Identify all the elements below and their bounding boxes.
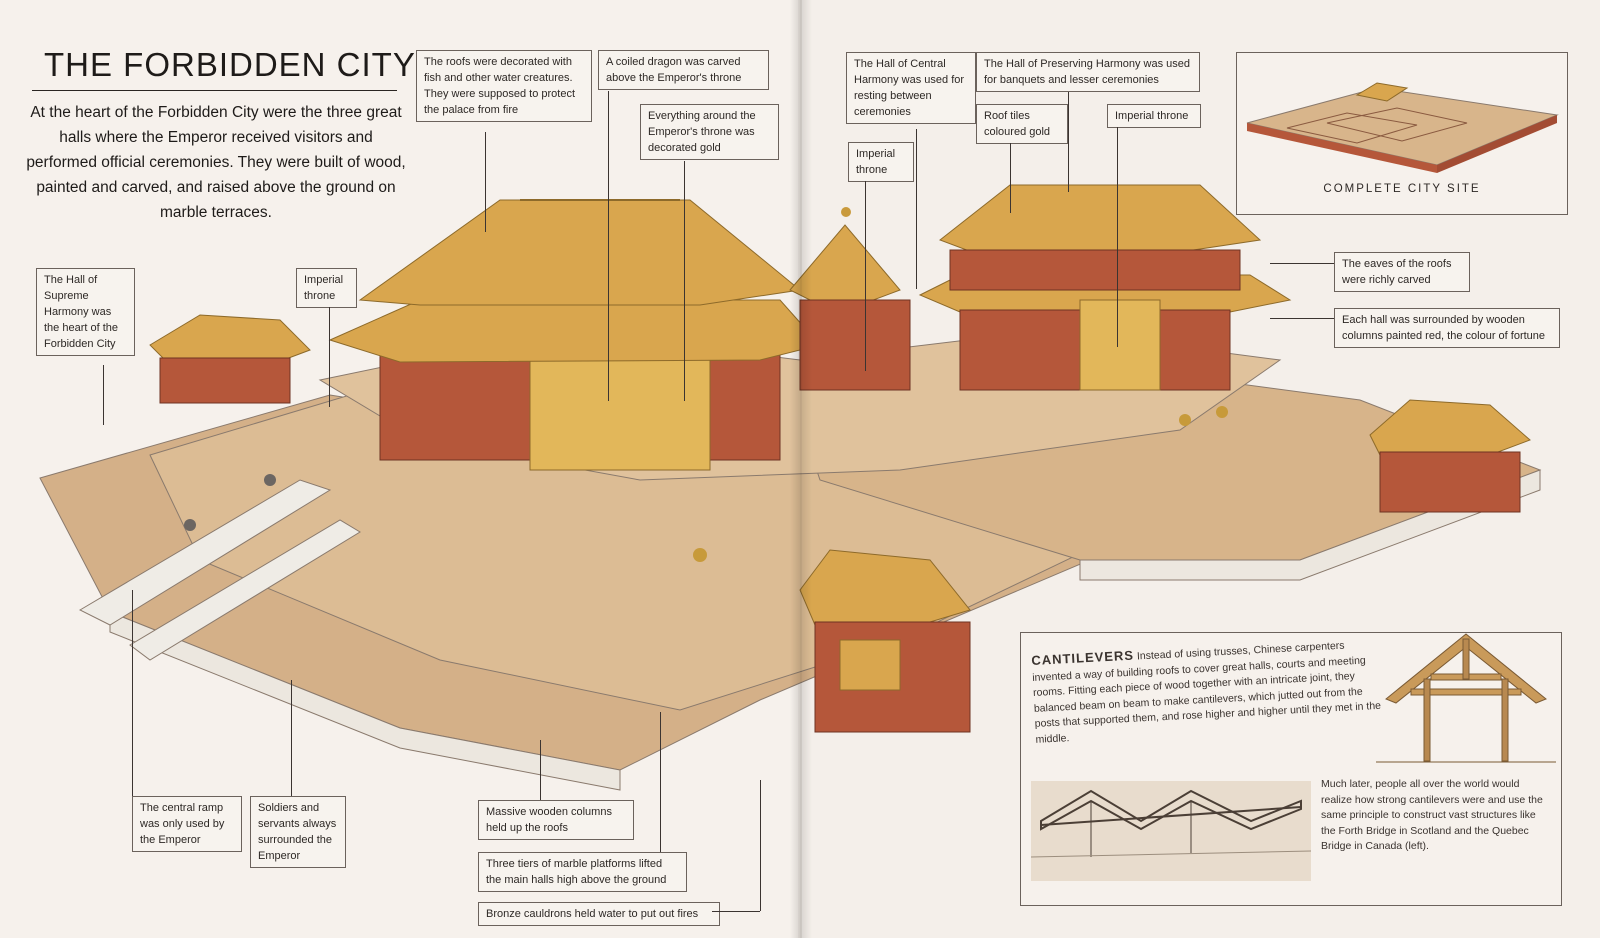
leader-line bbox=[865, 181, 866, 371]
cantilevers-description: CANTILEVERS Instead of using trusses, Ch… bbox=[1031, 634, 1390, 747]
supreme-hall-lower-roof bbox=[328, 299, 821, 363]
lower-terrace-wall bbox=[109, 611, 621, 791]
label-three-tiers: Three tiers of marble platforms lifted t… bbox=[478, 852, 687, 892]
label-eaves: The eaves of the roofs were richly carve… bbox=[1334, 252, 1470, 292]
label-wooden-columns: Massive wooden columns held up the roofs bbox=[478, 800, 634, 840]
leader-line bbox=[1270, 263, 1334, 264]
leader-line bbox=[132, 590, 133, 796]
title-divider bbox=[32, 90, 397, 91]
cantilevers-panel: CANTILEVERS Instead of using trusses, Ch… bbox=[1020, 632, 1562, 906]
leader-line bbox=[291, 680, 292, 796]
leader-line bbox=[1270, 318, 1334, 319]
page-title: THE FORBIDDEN CITY bbox=[44, 46, 416, 83]
label-imperial-throne-right: Imperial throne bbox=[1107, 104, 1201, 128]
central-ramp bbox=[78, 479, 332, 626]
right-gate-body bbox=[1379, 451, 1521, 513]
leader-line bbox=[485, 132, 486, 232]
central-hall-body bbox=[799, 299, 911, 391]
leader-line bbox=[712, 911, 760, 912]
label-coiled-dragon: A coiled dragon was carved above the Emp… bbox=[598, 50, 769, 90]
book-gutter bbox=[790, 0, 812, 938]
city-site-caption: COMPLETE CITY SITE bbox=[1323, 183, 1481, 195]
leader-line bbox=[329, 307, 330, 407]
label-roof-tiles: Roof tiles coloured gold bbox=[976, 104, 1068, 144]
label-bronze-cauldrons: Bronze cauldrons held water to put out f… bbox=[478, 902, 720, 926]
city-site-map bbox=[1246, 82, 1559, 173]
left-pavilion-body bbox=[159, 357, 291, 404]
leader-line bbox=[1117, 127, 1118, 347]
cantilever-diagram bbox=[1376, 633, 1556, 763]
label-imperial-throne-left: Imperial throne bbox=[296, 268, 357, 308]
bridge-illustration bbox=[1031, 781, 1311, 881]
label-imperial-throne-center: Imperial throne bbox=[848, 142, 914, 182]
supreme-hall-interior bbox=[529, 339, 711, 471]
leader-line bbox=[1010, 143, 1011, 213]
leader-line bbox=[608, 91, 609, 401]
leader-line bbox=[684, 161, 685, 401]
preserving-hall-upper-roof bbox=[938, 184, 1262, 256]
second-ramp bbox=[129, 519, 361, 661]
label-hall-supreme-harmony: The Hall of Supreme Harmony was the hear… bbox=[36, 268, 135, 356]
label-columns-red: Each hall was surrounded by wooden colum… bbox=[1334, 308, 1560, 348]
preserving-hall-body bbox=[949, 249, 1241, 291]
leader-line bbox=[760, 780, 761, 911]
label-hall-central-harmony: The Hall of Central Harmony was used for… bbox=[846, 52, 976, 124]
label-hall-preserving-harmony: The Hall of Preserving Harmony was used … bbox=[976, 52, 1200, 92]
complete-city-site-inset: COMPLETE CITY SITE bbox=[1236, 52, 1568, 215]
leader-line bbox=[660, 712, 661, 852]
right-terrace-wall bbox=[1079, 469, 1541, 581]
cantilevers-heading: CANTILEVERS bbox=[1031, 647, 1135, 668]
cantilevers-later-text: Much later, people all over the world wo… bbox=[1321, 778, 1543, 852]
label-roofs-decorated: The roofs were decorated with fish and o… bbox=[416, 50, 592, 122]
leader-line bbox=[916, 129, 917, 289]
right-gate-roof bbox=[1369, 399, 1531, 456]
intro-paragraph: At the heart of the Forbidden City were … bbox=[26, 104, 406, 221]
label-everything-gold: Everything around the Emperor's throne w… bbox=[640, 104, 779, 160]
label-soldiers-servants: Soldiers and servants always surrounded … bbox=[250, 796, 346, 868]
supreme-hall-upper-roof bbox=[358, 199, 802, 306]
leader-line bbox=[540, 740, 541, 800]
label-central-ramp: The central ramp was only used by the Em… bbox=[132, 796, 242, 852]
leader-line bbox=[1068, 92, 1069, 192]
leader-line bbox=[103, 365, 104, 425]
